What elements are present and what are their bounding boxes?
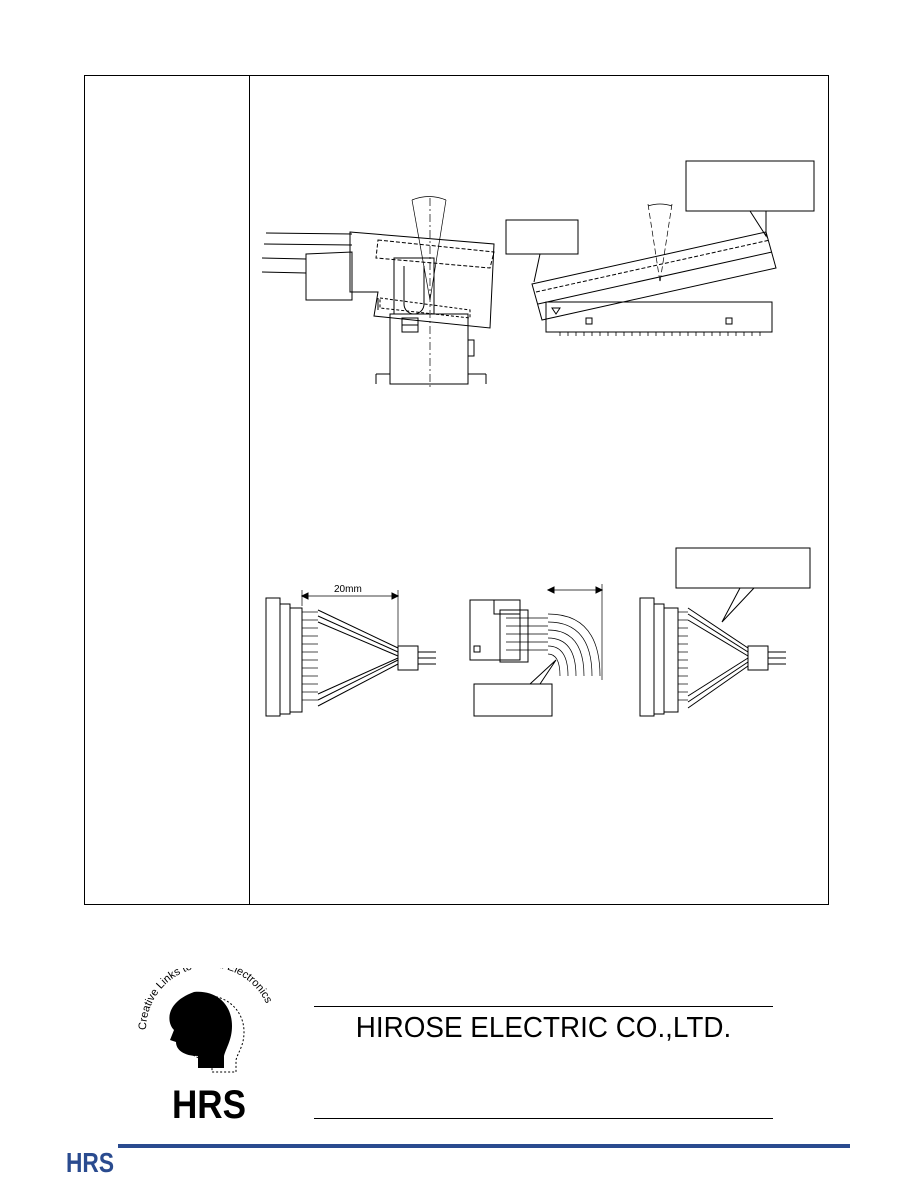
- side-view-tilted-connector: [261, 196, 495, 390]
- brand-banner: HIROSE ELECTRIC CO.,LTD.: [314, 1006, 773, 1119]
- front-view-tilted-connector: [505, 160, 815, 336]
- harness-straight-view: [265, 590, 436, 717]
- content-frame: [84, 75, 829, 905]
- technical-drawings: 20mm: [261, 160, 815, 717]
- harness-callout-view: [639, 547, 811, 717]
- footer-hrs-logo: HRS: [66, 1147, 114, 1176]
- dimension-label: 20mm: [334, 584, 362, 595]
- hrs-logo-emblem: Creative Links to World Electronics HRS: [137, 968, 275, 1127]
- footer-accent-line: [118, 1144, 850, 1148]
- company-name: HIROSE ELECTRIC CO.,LTD.: [355, 1012, 732, 1044]
- footer-hrs-mark: HRS: [66, 1147, 114, 1176]
- hrs-mark-text: HRS: [172, 1083, 246, 1127]
- column-divider: [249, 75, 250, 905]
- harness-bent-view: [469, 584, 604, 717]
